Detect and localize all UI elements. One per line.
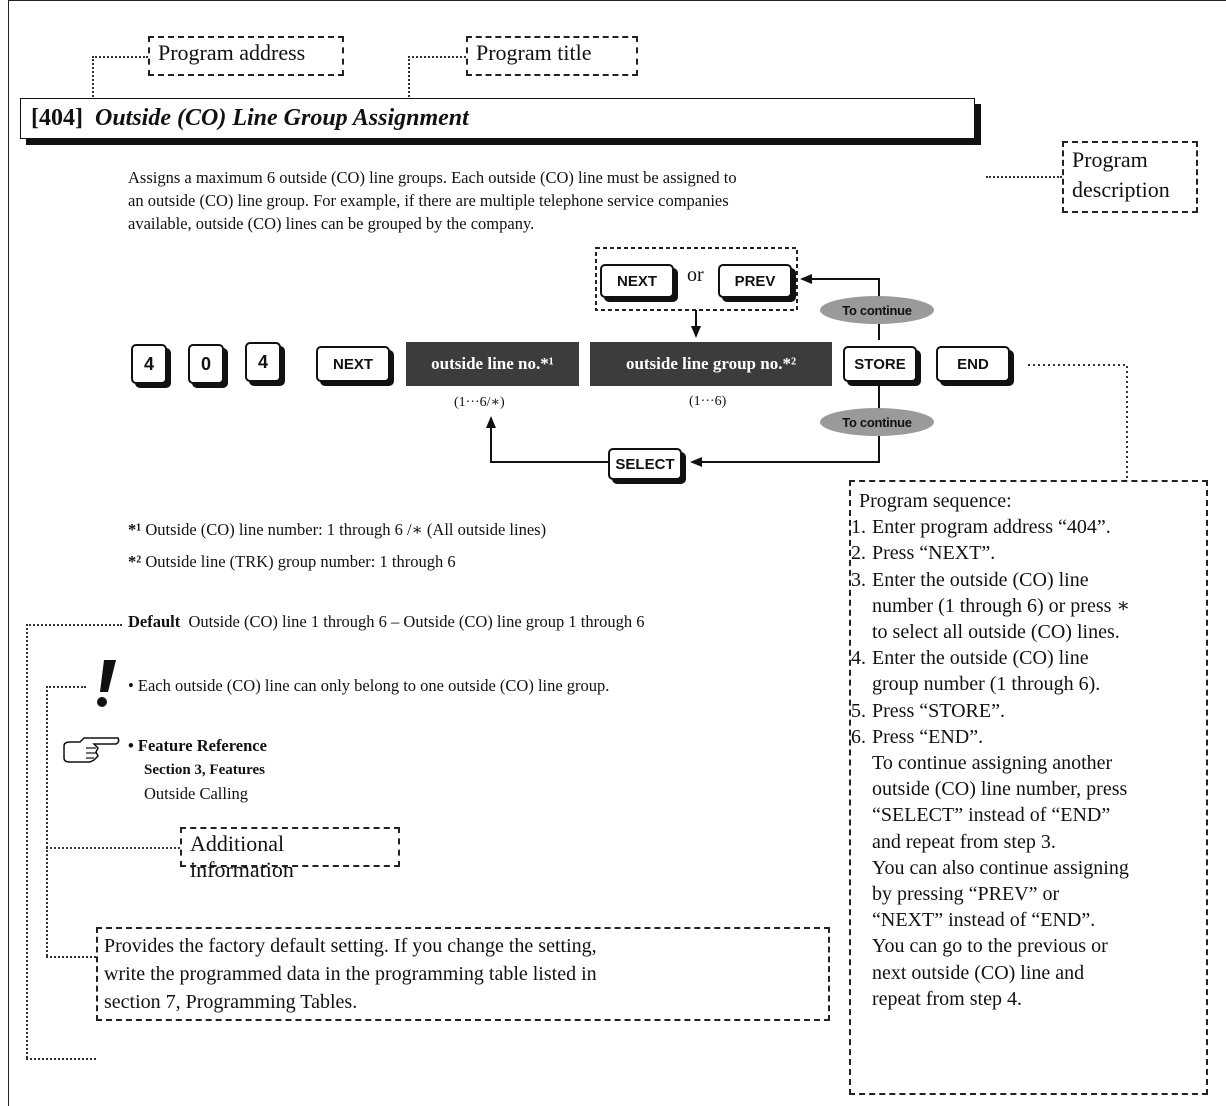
outside-line-no-input[interactable]: outside line no.*¹: [406, 342, 579, 386]
connector: [46, 847, 180, 849]
digit-0-key[interactable]: 0: [188, 344, 224, 384]
sequence-step: 5.Press “STORE”.: [851, 699, 1005, 722]
to-continue-badge-top: To continue: [820, 296, 934, 324]
program-title-callout: Program title: [466, 36, 638, 76]
sequence-heading: Program sequence:: [859, 490, 1012, 512]
to-continue-badge-bottom: To continue: [820, 408, 934, 436]
store-key[interactable]: STORE: [843, 346, 917, 382]
connector: [46, 686, 48, 956]
connector: [408, 56, 410, 100]
page-frame-top: [8, 0, 1226, 1]
description-line: available, outside (CO) lines can be gro…: [128, 214, 535, 233]
outside-line-group-no-input[interactable]: outside line group no.*²: [590, 342, 832, 386]
end-key[interactable]: END: [936, 346, 1010, 382]
connector: [408, 56, 466, 58]
line-range-label: (1···6/∗): [454, 395, 505, 410]
callout-line: section 7, Programming Tables.: [104, 991, 358, 1013]
select-return-arrow: [486, 416, 610, 463]
connector: [46, 686, 86, 688]
group-range-label: (1···6): [689, 394, 727, 409]
select-key[interactable]: SELECT: [608, 448, 682, 480]
callout-line: description: [1072, 177, 1170, 202]
next-prev-group-box: [595, 247, 798, 311]
pointing-hand-icon: [63, 737, 120, 763]
footnote-1: *¹ Outside (CO) line number: 1 through 6…: [128, 520, 547, 539]
or-label: or: [687, 264, 704, 286]
connector: [986, 176, 1062, 178]
default-note-callout: Provides the factory default setting. If…: [96, 927, 830, 1021]
program-header: [404] Outside (CO) Line Group Assignment: [20, 98, 975, 139]
callout-line: Provides the factory default setting. If…: [104, 935, 597, 957]
prev-key[interactable]: PREV: [718, 264, 792, 298]
sequence-step: 1.Enter program address “404”.: [851, 516, 1111, 539]
page-frame-left: [8, 0, 9, 1106]
footnote-2: *² Outside line (TRK) group number: 1 th…: [128, 552, 456, 571]
feature-reference-heading: • Feature Reference: [128, 736, 267, 755]
program-description-callout: Program description: [1062, 141, 1198, 213]
condition-text: • Each outside (CO) line can only belong…: [128, 676, 610, 695]
program-title: Outside (CO) Line Group Assignment: [94, 105, 469, 131]
description-line: an outside (CO) line group. For example,…: [128, 191, 729, 210]
callout-line: write the programmed data in the program…: [104, 963, 597, 985]
next-key-top[interactable]: NEXT: [600, 264, 674, 298]
additional-information-label: Additional information: [190, 831, 294, 883]
feature-reference-item: Outside Calling: [144, 784, 249, 803]
sequence-steps: 1.Enter program address “404”. 2.Press “…: [851, 514, 1198, 750]
default-line: Default Outside (CO) line 1 through 6 – …: [128, 612, 645, 632]
program-address: [404]: [31, 105, 83, 131]
additional-information-callout: Additional information: [180, 827, 400, 882]
program-address-callout: Program address: [148, 36, 344, 76]
next-key[interactable]: NEXT: [316, 346, 390, 382]
connector: [26, 624, 122, 626]
sequence-step: 6.Press “END”.: [851, 725, 984, 748]
connector: [26, 1058, 96, 1060]
sequence-diagram-lines: [486, 247, 1128, 480]
connector: [92, 56, 148, 58]
program-title-label: Program title: [476, 40, 592, 65]
exclamation-icon: [97, 660, 116, 707]
connector: [1028, 364, 1128, 480]
sequence-step: 2.Press “NEXT”.: [851, 542, 996, 565]
digit-4-key[interactable]: 4: [131, 344, 167, 384]
connector: [26, 624, 28, 1058]
feature-reference-section: Section 3, Features: [144, 762, 265, 778]
callout-line: Program: [1072, 147, 1148, 172]
program-sequence-box: Program sequence: 1.Enter program addres…: [849, 480, 1208, 1095]
default-label: Default: [128, 612, 181, 631]
program-description: Assigns a maximum 6 outside (CO) line gr…: [128, 166, 978, 235]
digit-4-key[interactable]: 4: [245, 342, 281, 382]
sequence-continuation: To continue assigning another outside (C…: [872, 752, 1129, 1010]
program-address-label: Program address: [158, 40, 306, 65]
description-line: Assigns a maximum 6 outside (CO) line gr…: [128, 168, 737, 187]
connector: [92, 56, 94, 100]
default-value: Outside (CO) line 1 through 6 – Outside …: [188, 612, 645, 631]
